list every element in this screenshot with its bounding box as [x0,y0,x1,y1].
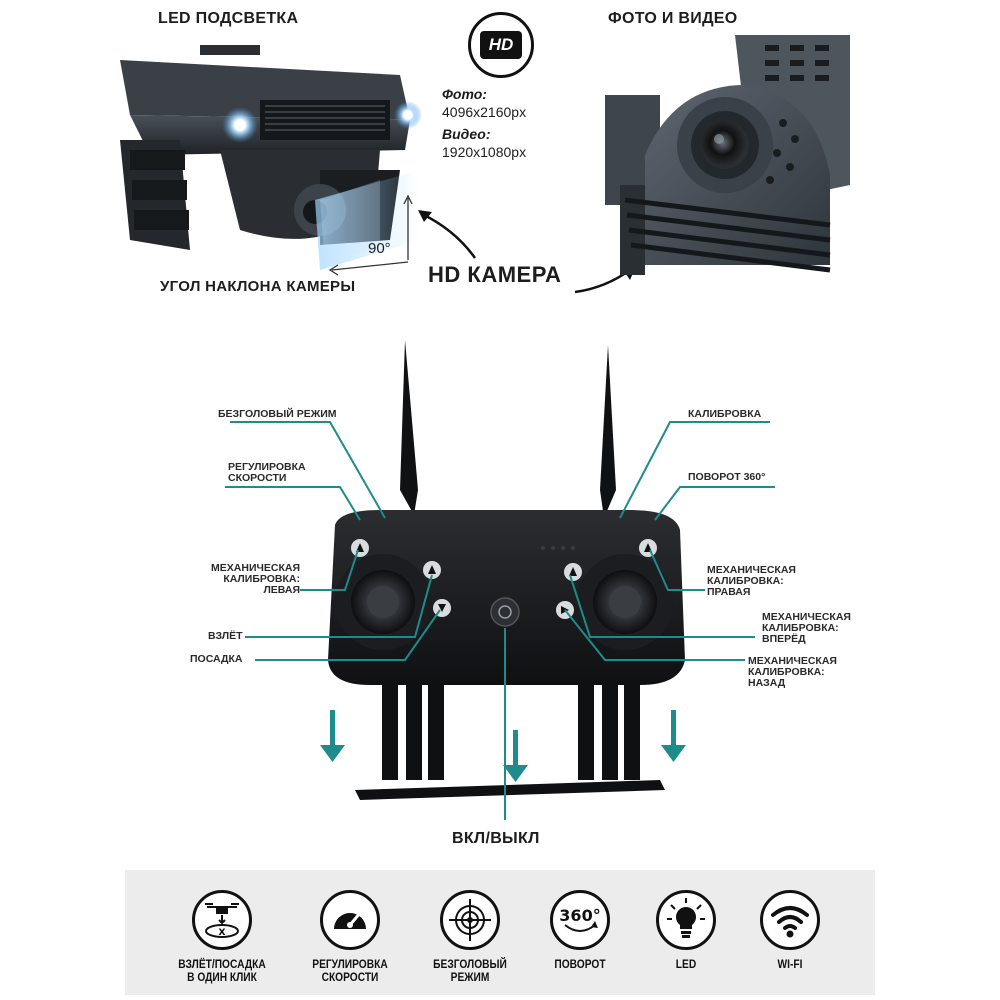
label-mech-forward: МЕХАНИЧЕСКАЯ КАЛИБРОВКА: ВПЕРЁД [762,612,851,645]
label-mech-back-l2: КАЛИБРОВКА: [748,666,825,678]
hd-camera-title: HD КАМЕРА [428,262,562,287]
feature-rotate-l1: ПОВОРОТ [554,957,606,971]
video-resolution: 1920x1080px [442,144,527,160]
label-mech-back-l1: МЕХАНИЧЕСКАЯ [748,655,837,667]
label-mech-forward-l3: ВПЕРЁД [762,633,806,645]
camera-specs: Фото: 4096x2160px Видео: 1920x1080px [442,85,526,161]
remote-controller-image [328,340,685,800]
feature-one-click-l1: ВЗЛЁТ/ПОСАДКА [178,957,266,971]
label-mech-right-l1: МЕХАНИЧЕСКАЯ [707,564,796,576]
label-landing: ПОСАДКА [190,653,243,665]
label-speed-l1: РЕГУЛИРОВКА [228,461,306,473]
label-speed-control: РЕГУЛИРОВКА СКОРОСТИ [228,462,306,484]
wifi-icon [760,890,820,950]
hd-badge-icon: HD [468,12,534,78]
label-mech-left: МЕХАНИЧЕСКАЯ КАЛИБРОВКА: ЛЕВАЯ [200,563,300,596]
feature-led: LED [631,890,741,971]
drone-takeoff-icon: X [192,890,252,950]
label-takeoff: ВЗЛЁТ [208,630,243,642]
rotate-360-icon: 360° [550,890,610,950]
feature-headless-l2: РЕЖИМ [450,970,490,984]
feature-speed-l1: РЕГУЛИРОВКА [312,957,388,971]
label-mech-left-l3: ЛЕВАЯ [263,584,300,596]
label-mech-back: МЕХАНИЧЕСКАЯ КАЛИБРОВКА: НАЗАД [748,656,837,689]
drone-front-image [120,45,422,270]
label-mech-back-l3: НАЗАД [748,677,786,689]
label-mech-right: МЕХАНИЧЕСКАЯ КАЛИБРОВКА: ПРАВАЯ [707,565,796,598]
feature-speed-l2: СКОРОСТИ [321,970,379,984]
bulb-icon [656,890,716,950]
feature-headless-l1: БЕЗГОЛОВЫЙ [433,957,507,971]
label-mech-right-l3: ПРАВАЯ [707,586,751,598]
feature-wifi-l1: WI-FI [777,957,803,971]
feature-wifi: WI-FI [735,890,845,971]
feature-one-click-l2: В ОДИН КЛИК [187,970,257,984]
svg-text:360°: 360° [559,906,600,925]
label-rotate-360: ПОВОРОТ 360° [688,471,766,483]
label-calibration: КАЛИБРОВКА [688,408,762,420]
camera-closeup-image [605,35,850,275]
label-headless-mode: БЕЗГОЛОВЫЙ РЕЖИМ [218,408,337,420]
photo-video-caption: ФОТО И ВИДЕО [608,10,738,27]
hd-badge: HD [480,31,522,59]
tilt-angle-indicator [328,194,413,276]
tilt-caption: УГОЛ НАКЛОНА КАМЕРЫ [160,278,356,295]
crosshair-icon [440,890,500,950]
label-mech-left-l2: КАЛИБРОВКА: [223,573,300,585]
feature-rotate: 360° ПОВОРОТ [525,890,635,971]
feature-led-l1: LED [675,957,697,971]
callout-lines [225,421,775,820]
angle-value: 90° [368,240,391,257]
speedometer-icon [320,890,380,950]
video-label: Видео: [442,126,491,142]
led-caption: LED ПОДСВЕТКА [158,10,299,27]
label-mech-right-l2: КАЛИБРОВКА: [707,575,784,587]
label-mech-forward-l1: МЕХАНИЧЕСКАЯ [762,611,851,623]
photo-resolution: 4096x2160px [442,104,527,120]
label-speed-l2: СКОРОСТИ [228,472,287,484]
label-power: ВКЛ/ВЫКЛ [452,830,540,847]
photo-label: Фото: [442,86,487,102]
svg-text:X: X [219,928,226,938]
label-mech-left-l1: МЕХАНИЧЕСКАЯ [211,562,300,574]
label-mech-forward-l2: КАЛИБРОВКА: [762,622,839,634]
